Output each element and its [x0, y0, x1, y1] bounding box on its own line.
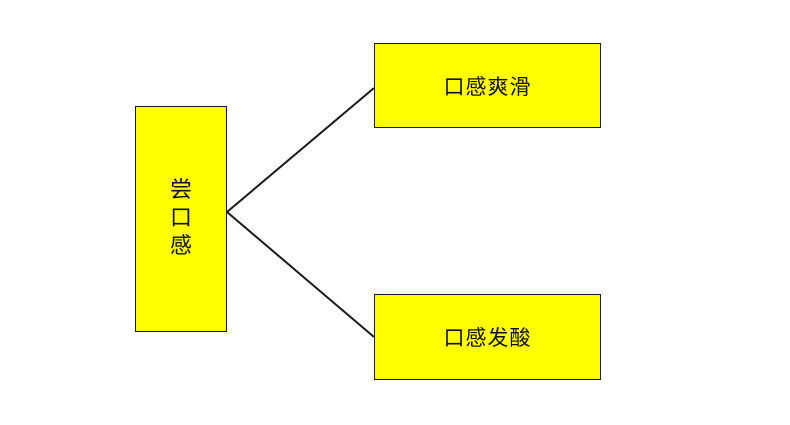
- child-node-1: 口感爽滑: [374, 43, 601, 128]
- child-node-2-label: 口感发酸: [443, 326, 532, 350]
- connector-root-to-child-1: [226, 87, 375, 213]
- child-node-1-label: 口感爽滑: [443, 74, 532, 99]
- root-node-label: 尝口感: [169, 178, 192, 259]
- child-node-2: 口感发酸: [374, 294, 601, 380]
- connector-root-to-child-2: [226, 211, 375, 338]
- root-node: 尝口感: [135, 106, 227, 332]
